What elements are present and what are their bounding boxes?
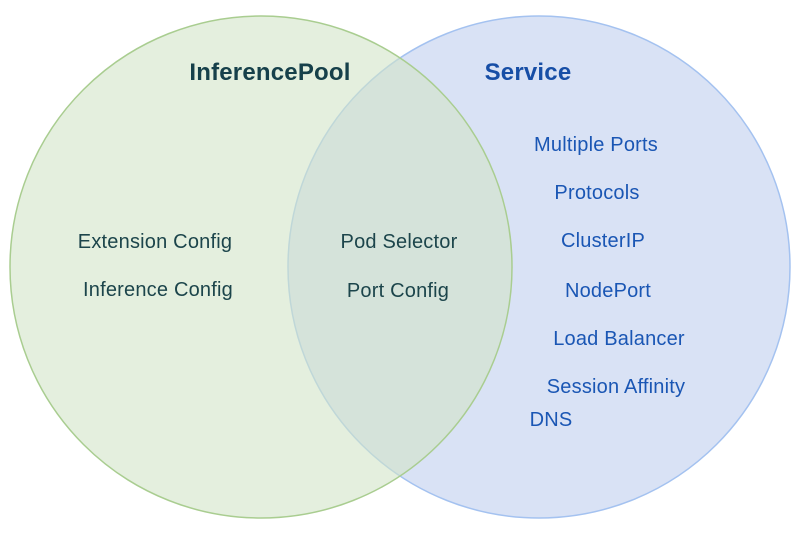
- service-title: Service: [484, 59, 572, 86]
- right-item-dns: DNS: [529, 409, 573, 431]
- left-item-extension-config: Extension Config: [77, 231, 233, 253]
- inferencepool-title: InferencePool: [189, 59, 351, 86]
- right-item-nodeport: NodePort: [564, 280, 652, 302]
- right-item-multiple-ports: Multiple Ports: [534, 134, 658, 156]
- overlap-item-pod-selector: Pod Selector: [340, 231, 458, 253]
- right-item-load-balancer: Load Balancer: [553, 328, 685, 350]
- overlap-item-port-config: Port Config: [346, 280, 450, 302]
- right-item-protocols: Protocols: [554, 182, 640, 204]
- left-item-inference-config: Inference Config: [83, 279, 233, 301]
- right-item-clusterip: ClusterIP: [560, 230, 646, 252]
- right-item-session-affinity: Session Affinity: [546, 376, 686, 398]
- inferencepool-circle: [9, 15, 513, 519]
